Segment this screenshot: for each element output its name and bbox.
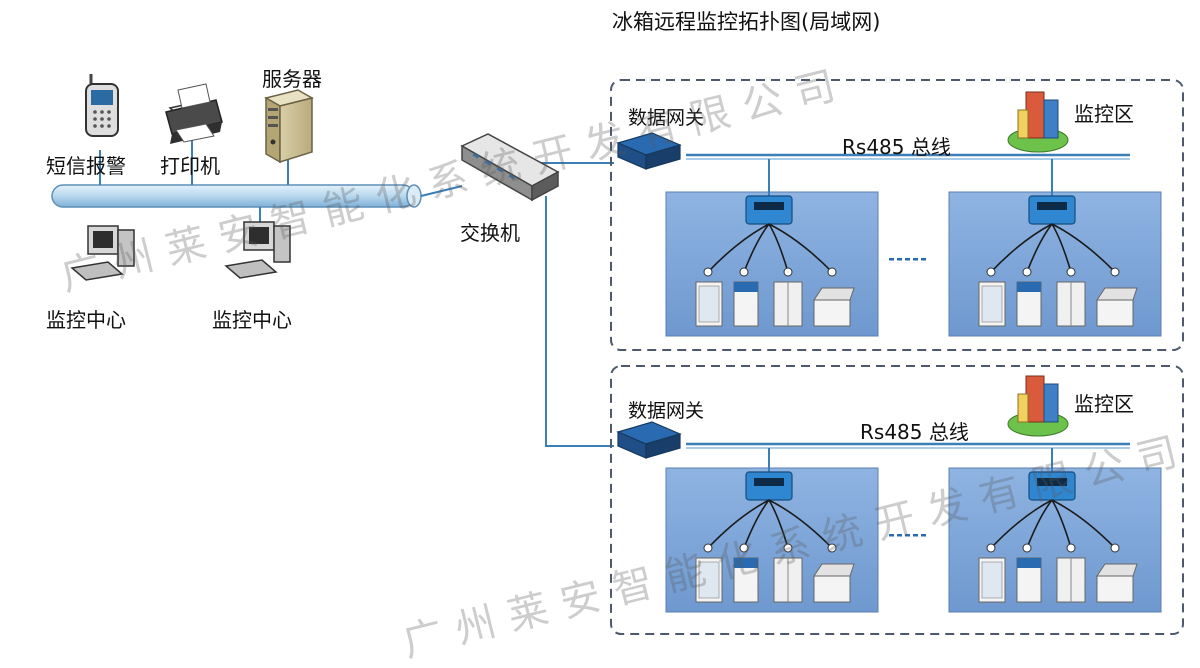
sensor-probe-icon [739, 267, 749, 277]
rs485-bus-label-1: Rs485 总线 [842, 135, 951, 159]
building-icon [1007, 91, 1069, 153]
ellipsis-dot [897, 534, 902, 537]
monitoring-area-label-2: 监控区 [1074, 392, 1134, 416]
sensor-probe-icon [1110, 543, 1120, 553]
ellipsis-dot [921, 534, 926, 537]
ellipsis-dot [921, 258, 926, 261]
ellipsis-dot [905, 258, 910, 261]
server-icon [264, 89, 314, 164]
sensor-probe-icon [1022, 543, 1032, 553]
freezer-panel-1 [665, 448, 879, 613]
sensor-cable [768, 499, 789, 549]
chest-freezer-icon [1096, 299, 1134, 327]
monitoring-zones [610, 79, 1184, 635]
topology-diagram [51, 74, 1184, 635]
monitor-center-label-1: 监控中心 [46, 308, 126, 332]
data-gateway-label-1: 数据网关 [628, 107, 705, 129]
data-gateway-icon [616, 132, 682, 170]
network-links [99, 140, 614, 447]
zone-border [610, 79, 1184, 351]
data-gateway-icon [616, 421, 682, 459]
sensor-cable [768, 499, 833, 549]
building-icon [1007, 375, 1069, 437]
ellipsis-dot [905, 534, 910, 537]
sensor-probe-icon [783, 543, 793, 553]
sms-alarm-label: 短信报警 [46, 154, 126, 178]
sensor-probe-icon [1022, 267, 1032, 277]
sensor-probe-icon [783, 267, 793, 277]
monitoring-zone-2 [610, 365, 1184, 635]
zone-border [610, 365, 1184, 635]
diagram-title: 冰箱远程监控拓扑图(局域网) [612, 10, 881, 34]
monitoring-area-label-1: 监控区 [1074, 102, 1134, 126]
sensor-cable [707, 223, 770, 273]
sensor-cable [768, 223, 833, 273]
sensor-probe-icon [827, 543, 837, 553]
ellipsis-dot [889, 534, 894, 537]
monitor-center-computer-icon-2 [224, 221, 291, 279]
sms-alarm-phone-icon [85, 74, 119, 137]
printer-icon [165, 83, 223, 144]
monitor-center-label-2: 监控中心 [212, 308, 292, 332]
sensor-probe-icon [739, 543, 749, 553]
freezer-panel-1 [665, 159, 879, 337]
switch-label: 交换机 [460, 221, 520, 245]
ellipsis-dot [913, 258, 918, 261]
sensor-cable [1051, 499, 1116, 549]
sensor-cable [1051, 223, 1116, 273]
network-switch-icon [460, 133, 560, 202]
sensor-cable [990, 223, 1053, 273]
sensor-probe-icon [986, 543, 996, 553]
data-gateway-label-2: 数据网关 [628, 400, 705, 422]
sensor-cable [990, 499, 1053, 549]
monitor-center-computer-icon-1 [70, 225, 135, 281]
chest-freezer-icon [813, 575, 851, 603]
sensor-cable [1026, 499, 1053, 549]
ellipsis-dot [889, 258, 894, 261]
chest-freezer-icon [813, 299, 851, 327]
chest-freezer-icon [1096, 575, 1134, 603]
sensor-probe-icon [703, 267, 713, 277]
sensor-probe-icon [703, 543, 713, 553]
sensor-cable [743, 499, 770, 549]
sensor-cable [743, 223, 770, 273]
rs485-bus-label-2: Rs485 总线 [860, 420, 969, 444]
sensor-probe-icon [986, 267, 996, 277]
sensor-probe-icon [1110, 267, 1120, 277]
sensor-cable [1051, 499, 1072, 549]
ellipsis-dot [897, 258, 902, 261]
sensor-probe-icon [1066, 543, 1076, 553]
freezer-panel-2 [948, 448, 1162, 613]
ellipsis-dot [913, 534, 918, 537]
sensor-cable [707, 499, 770, 549]
sensor-probe-icon [827, 267, 837, 277]
printer-label: 打印机 [160, 154, 220, 178]
sensor-cable [1026, 223, 1053, 273]
sensor-probe-icon [1066, 267, 1076, 277]
monitoring-zone-1 [610, 79, 1184, 351]
sensor-cable [768, 223, 789, 273]
sensor-cable [1051, 223, 1072, 273]
server-label: 服务器 [262, 67, 322, 91]
freezer-panel-2 [948, 159, 1162, 337]
